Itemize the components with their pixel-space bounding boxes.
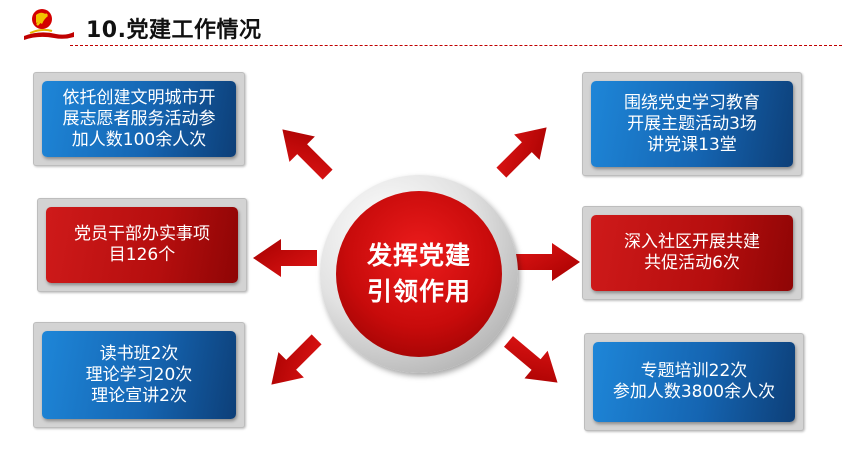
arrow-top-left	[282, 129, 333, 180]
box-middle-left-panel: 党员干部办实事项 目126个	[46, 207, 238, 283]
box-top-right-text: 围绕党史学习教育 开展主题活动3场 讲党课13堂	[624, 92, 760, 155]
box-bottom-right: 专题培训22次 参加人数3800余人次	[584, 333, 804, 431]
arrow-top-right	[496, 127, 547, 178]
box-top-left-text: 依托创建文明城市开 展志愿者服务活动参 加人数100余人次	[62, 87, 216, 150]
arrow-middle-right	[516, 243, 580, 281]
box-top-left-panel: 依托创建文明城市开 展志愿者服务活动参 加人数100余人次	[42, 81, 236, 157]
arrow-bottom-left	[271, 334, 322, 385]
box-middle-right: 深入社区开展共建 共促活动6次	[582, 206, 802, 300]
box-middle-right-panel: 深入社区开展共建 共促活动6次	[591, 215, 793, 291]
page-title: 10.党建工作情况	[86, 18, 262, 43]
arrow-bottom-right	[503, 336, 558, 383]
box-top-right: 围绕党史学习教育 开展主题活动3场 讲党课13堂	[582, 72, 802, 176]
party-emblem-icon	[24, 9, 74, 40]
hub-line-2: 引领作用	[366, 277, 471, 306]
box-middle-right-text: 深入社区开展共建 共促活动6次	[624, 232, 760, 273]
box-bottom-right-panel: 专题培训22次 参加人数3800余人次	[593, 342, 795, 422]
box-bottom-right-text: 专题培训22次 参加人数3800余人次	[612, 361, 776, 402]
central-hub: 发挥党建 引领作用	[320, 175, 518, 373]
box-bottom-left-text: 读书班2次 理论学习20次 理论宣讲2次	[85, 343, 193, 406]
title-underline	[70, 45, 842, 46]
header: 10.党建工作情况	[0, 0, 842, 50]
box-bottom-left: 读书班2次 理论学习20次 理论宣讲2次	[33, 322, 245, 428]
arrow-middle-left	[253, 239, 317, 277]
box-middle-left: 党员干部办实事项 目126个	[37, 198, 247, 292]
box-top-left: 依托创建文明城市开 展志愿者服务活动参 加人数100余人次	[33, 72, 245, 166]
box-top-right-panel: 围绕党史学习教育 开展主题活动3场 讲党课13堂	[591, 81, 793, 167]
box-middle-left-text: 党员干部办实事项 目126个	[74, 224, 210, 265]
central-hub-core: 发挥党建 引领作用	[336, 191, 502, 357]
hub-line-1: 发挥党建	[366, 241, 471, 270]
box-bottom-left-panel: 读书班2次 理论学习20次 理论宣讲2次	[42, 331, 236, 419]
